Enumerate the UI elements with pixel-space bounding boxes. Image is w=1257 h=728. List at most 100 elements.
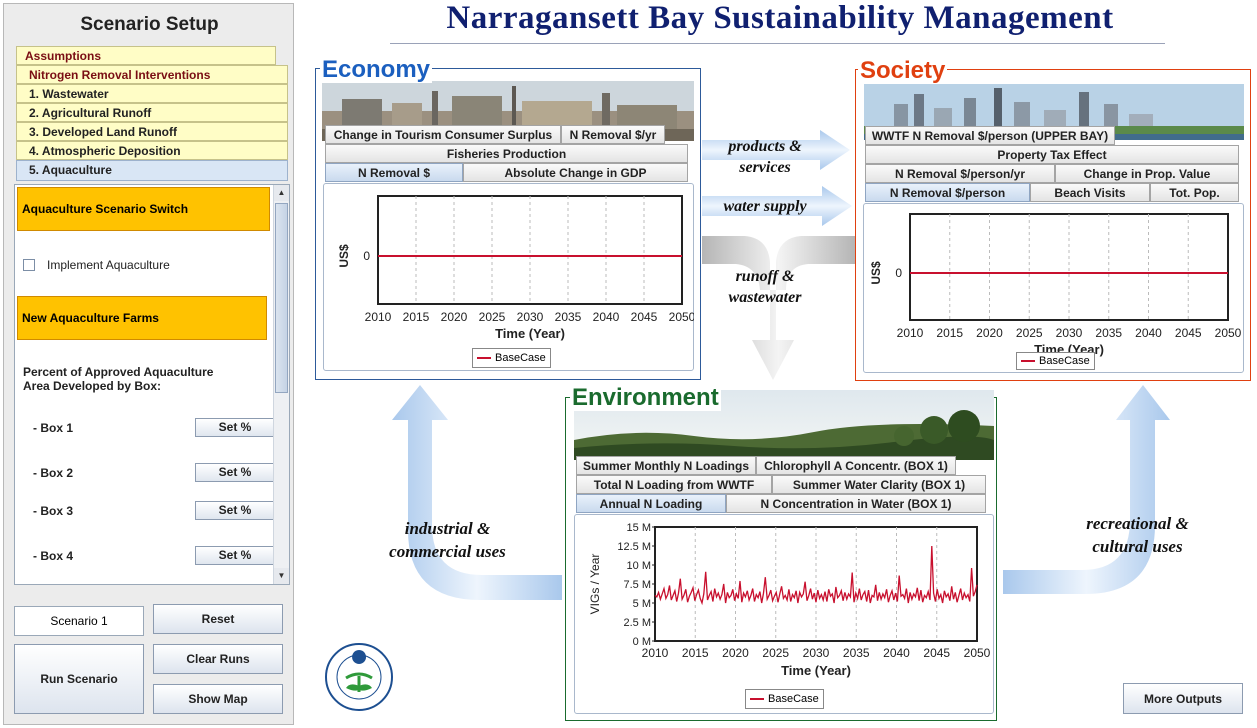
- tab-tot-pop[interactable]: Tot. Pop.: [1150, 183, 1239, 202]
- tab-absolute-change-in-gdp[interactable]: Absolute Change in GDP: [463, 163, 688, 182]
- runoff-label-line1: runoff &: [735, 268, 795, 285]
- tab-property-tax-effect[interactable]: Property Tax Effect: [865, 145, 1239, 164]
- society-legend: BaseCase: [1016, 352, 1095, 370]
- title-divider: [390, 43, 1165, 44]
- box-2-set-percent-button[interactable]: Set %: [195, 463, 275, 482]
- tab-change-in-tourism-consumer-surplus[interactable]: Change in Tourism Consumer Surplus: [325, 125, 561, 144]
- tab-aquaculture[interactable]: 5. Aquaculture: [16, 160, 288, 181]
- products-label-line2: services: [739, 159, 791, 176]
- tab-assumptions[interactable]: Assumptions: [16, 46, 276, 65]
- economy-x-tick-2035: 2035: [555, 310, 582, 324]
- tab-total-n-loading-from-wwtf[interactable]: Total N Loading from WWTF: [576, 475, 772, 494]
- scrollbar-thumb[interactable]: [275, 203, 288, 393]
- products-services-label: products & services: [705, 136, 825, 178]
- society-legend-swatch: [1021, 360, 1035, 362]
- economy-x-tick-2050: 2050: [669, 310, 694, 324]
- industrial-label-line1: industrial &: [404, 519, 491, 538]
- economy-panel: Economy Change in Tourism Consumer Surpl…: [315, 57, 701, 380]
- tab-agricultural-runoff[interactable]: 2. Agricultural Runoff: [16, 103, 288, 122]
- tab-n-removal-per-person-per-yr[interactable]: N Removal $/person/yr: [865, 164, 1055, 183]
- scenario-setup-title: Scenario Setup: [80, 14, 219, 35]
- recreational-label-line2: cultural uses: [1092, 537, 1183, 556]
- tab-n-removal-per-person[interactable]: N Removal $/person: [865, 183, 1030, 202]
- industrial-uses-arrow: [392, 385, 562, 600]
- runoff-wastewater-arrow: [702, 236, 855, 380]
- runoff-wastewater-label: runoff & wastewater: [705, 266, 825, 308]
- society-x-tick-2045: 2045: [1175, 326, 1202, 340]
- scroll-down-arrow-icon[interactable]: ▼: [274, 568, 289, 584]
- runoff-label-line2: wastewater: [728, 289, 802, 306]
- tab-beach-visits[interactable]: Beach Visits: [1030, 183, 1150, 202]
- economy-y-axis-label: US$: [337, 244, 351, 268]
- economy-x-tick-2040: 2040: [593, 310, 620, 324]
- environment-x-tick-2035: 2035: [843, 646, 870, 660]
- tab-summer-water-clarity-box1[interactable]: Summer Water Clarity (BOX 1): [772, 475, 986, 494]
- society-x-tick-2030: 2030: [1056, 326, 1083, 340]
- water-supply-arrow: [702, 186, 852, 226]
- environment-series-basecase: [654, 545, 978, 606]
- society-title: Society: [858, 57, 948, 84]
- economy-x-tick-2010: 2010: [365, 310, 392, 324]
- tab-chlorophyll-a-concentr-box1[interactable]: Chlorophyll A Concentr. (BOX 1): [756, 456, 956, 475]
- society-x-tick-2010: 2010: [897, 326, 924, 340]
- tab-annual-n-loading[interactable]: Annual N Loading: [576, 494, 726, 513]
- environment-panel: Environment Summer Monthly N Loadings Ch…: [565, 385, 997, 721]
- industrial-label-line2: commercial uses: [389, 542, 506, 561]
- economy-x-tick-2015: 2015: [403, 310, 430, 324]
- environment-y-tick: 7.5 M: [623, 579, 651, 591]
- society-x-tick-2025: 2025: [1016, 326, 1043, 340]
- box-3-label: - Box 3: [33, 504, 74, 518]
- environment-x-tick-2030: 2030: [803, 646, 830, 660]
- aquaculture-switch-header: Aquaculture Scenario Switch: [17, 187, 270, 231]
- tab-n-concentration-in-water-box1[interactable]: N Concentration in Water (BOX 1): [726, 494, 986, 513]
- show-map-button[interactable]: Show Map: [153, 684, 283, 714]
- implement-aquaculture-label: Implement Aquaculture: [47, 258, 170, 272]
- society-x-tick-2035: 2035: [1095, 326, 1122, 340]
- implement-aquaculture-checkbox[interactable]: [23, 259, 35, 271]
- page-title: Narragansett Bay Sustainability Manageme…: [446, 0, 1114, 36]
- run-scenario-button[interactable]: Run Scenario: [14, 644, 144, 714]
- society-title-text: Society: [860, 57, 946, 84]
- environment-y-tick: 10 M: [627, 560, 651, 572]
- box-1-label: - Box 1: [33, 421, 74, 435]
- tab-developed-land-runoff[interactable]: 3. Developed Land Runoff: [16, 122, 288, 141]
- epa-seal-icon: [325, 643, 393, 711]
- environment-x-tick-2045: 2045: [923, 646, 950, 660]
- tab-wwtf-n-removal-per-person-upper-bay[interactable]: WWTF N Removal $/person (UPPER BAY): [865, 126, 1115, 145]
- more-outputs-button[interactable]: More Outputs: [1123, 683, 1243, 714]
- reset-button[interactable]: Reset: [153, 604, 283, 634]
- tab-fisheries-production[interactable]: Fisheries Production: [325, 144, 688, 163]
- environment-x-axis-label: Time (Year): [781, 663, 851, 678]
- tab-wastewater[interactable]: 1. Wastewater: [16, 84, 288, 103]
- economy-title-text: Economy: [322, 56, 431, 83]
- scroll-up-arrow-icon[interactable]: ▲: [274, 185, 289, 201]
- new-aquaculture-farms-header: New Aquaculture Farms: [17, 296, 267, 340]
- water-supply-label: water supply: [723, 198, 807, 215]
- box-4-set-percent-button[interactable]: Set %: [195, 546, 275, 565]
- box-2-label: - Box 2: [33, 466, 74, 480]
- tab-n-removal-dollars[interactable]: N Removal $: [325, 163, 463, 182]
- aquaculture-settings-scroll[interactable]: Aquaculture Scenario Switch Implement Aq…: [14, 184, 290, 585]
- society-plot-frame: [909, 213, 1229, 321]
- box-4-label: - Box 4: [33, 549, 74, 563]
- tab-change-in-prop-value[interactable]: Change in Prop. Value: [1055, 164, 1239, 183]
- box-3-set-percent-button[interactable]: Set %: [195, 501, 275, 520]
- economy-x-tick-2025: 2025: [479, 310, 506, 324]
- percent-label-line2: Area Developed by Box:: [23, 379, 162, 393]
- clear-runs-button[interactable]: Clear Runs: [153, 644, 283, 674]
- environment-y-tick: 5 M: [633, 598, 651, 610]
- tab-atmospheric-deposition[interactable]: 4. Atmospheric Deposition: [16, 141, 288, 160]
- tab-summer-monthly-n-loadings[interactable]: Summer Monthly N Loadings: [576, 456, 756, 475]
- tab-n-removal-per-yr[interactable]: N Removal $/yr: [561, 125, 665, 144]
- scenario-name-field[interactable]: Scenario 1: [14, 606, 144, 636]
- tab-nitrogen-removal-interventions[interactable]: Nitrogen Removal Interventions: [16, 65, 288, 84]
- society-legend-label: BaseCase: [1039, 355, 1090, 367]
- vertical-scrollbar[interactable]: ▲ ▼: [273, 185, 289, 584]
- society-y-axis-label: US$: [869, 261, 883, 285]
- economy-y-tick-0: 0: [363, 249, 370, 263]
- box-1-set-percent-button[interactable]: Set %: [195, 418, 275, 437]
